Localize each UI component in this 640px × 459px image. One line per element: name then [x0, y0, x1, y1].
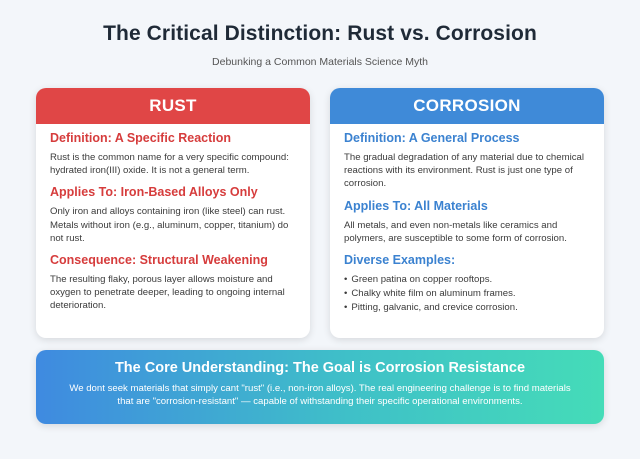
list-item: Chalky white film on aluminum frames. [344, 287, 590, 301]
core-understanding-banner: The Core Understanding: The Goal is Corr… [36, 350, 604, 424]
corrosion-applies-text: All metals, and even non-metals like cer… [344, 219, 567, 244]
corrosion-examples-title: Diverse Examples: [344, 253, 456, 268]
list-item: Green patina on copper rooftops. [344, 273, 590, 287]
rust-applies-text: Only iron and alloys containing iron (li… [50, 206, 289, 244]
banner-text: We dont seek materials that simply cant … [69, 383, 571, 407]
rust-card-heading: RUST [36, 88, 310, 124]
page-subtitle: Debunking a Common Materials Science Myt… [212, 56, 428, 68]
rust-consequence-text: The resulting flaky, porous layer allows… [50, 274, 285, 312]
list-item: Pitting, galvanic, and crevice corrosion… [344, 301, 590, 315]
rust-applies-title: Applies To: Iron-Based Alloys Only [50, 185, 258, 200]
corrosion-examples-list: Green patina on copper rooftops. Chalky … [344, 273, 590, 315]
rust-definition-text: Rust is the common name for a very speci… [50, 152, 289, 177]
page-title: The Critical Distinction: Rust vs. Corro… [103, 22, 537, 45]
corrosion-definition-title: Definition: A General Process [344, 131, 520, 145]
corrosion-applies-title: Applies To: All Materials [344, 198, 488, 213]
corrosion-definition-text: The gradual degradation of any material … [344, 152, 584, 190]
banner-title: The Core Understanding: The Goal is Corr… [114, 360, 526, 376]
rust-definition-title: Definition: A Specific Reaction [50, 131, 232, 145]
rust-card: RUST Definition: A Specific Reaction Rus… [36, 88, 310, 338]
corrosion-card: CORROSION Definition: A General Process … [330, 88, 604, 338]
corrosion-card-heading: CORROSION [330, 88, 604, 124]
rust-consequence-title: Consequence: Structural Weakening [50, 253, 268, 268]
